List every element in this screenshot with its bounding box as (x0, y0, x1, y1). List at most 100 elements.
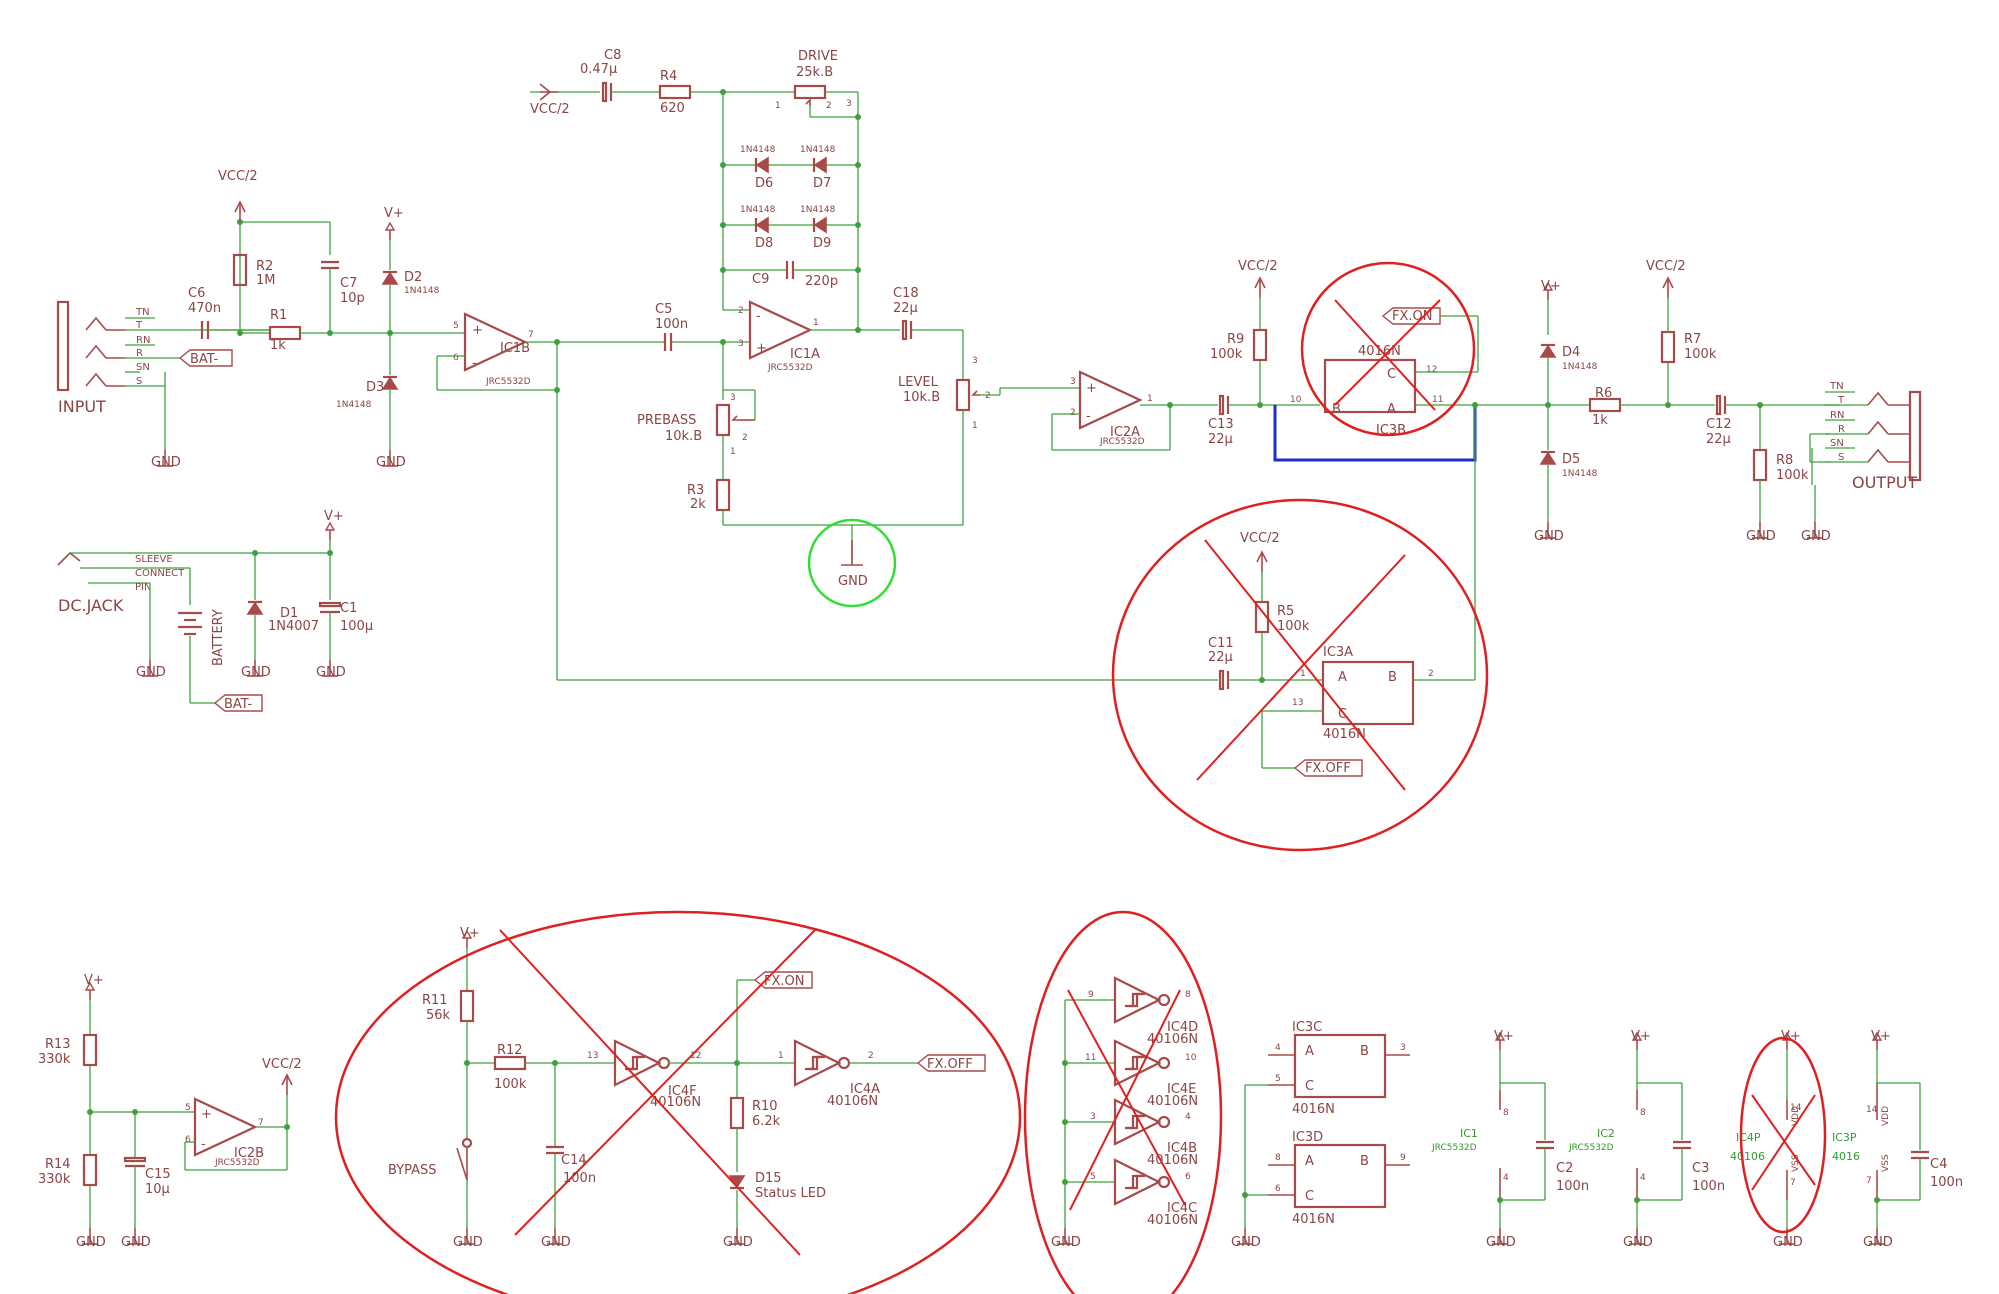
vplus-label: V+ (1631, 1029, 1651, 1044)
output-tn-label: TN (1829, 381, 1844, 392)
svg-text:C: C (1305, 1079, 1314, 1094)
prebass-value: 10k.B (665, 429, 702, 444)
ic4b-value: 40106N (1147, 1153, 1198, 1168)
r13-label: R13 (45, 1037, 71, 1052)
ic3d-label: IC3D (1292, 1130, 1323, 1145)
ic2a-value: JRC5532D (1099, 437, 1145, 447)
fx-off-flag (916, 1054, 986, 1072)
c8-label: C8 (604, 48, 621, 63)
c7-value: 10p (340, 291, 365, 306)
pin6: 6 (185, 1135, 191, 1145)
ic1a-label: IC1A (790, 347, 820, 362)
c18-value: 22μ (893, 301, 918, 316)
d4-label: D4 (1562, 345, 1580, 360)
c6-value: 470n (188, 301, 221, 316)
gnd-label: GND (1486, 1235, 1516, 1250)
c13-label: C13 (1208, 417, 1234, 432)
ic1b-label: IC1B (500, 341, 530, 356)
ic3a-label: IC3A (1323, 645, 1353, 660)
pin3: 3 (730, 393, 736, 403)
sleeve-label: SLEEVE (135, 554, 173, 565)
ic3d-value: 4016N (1292, 1212, 1335, 1227)
vplus-label: V+ (1541, 279, 1561, 294)
ic4b-label: IC4B (1167, 1141, 1197, 1156)
gnd-label: GND (1623, 1235, 1653, 1250)
gnd-label: GND (151, 455, 181, 470)
r10-label: R10 (752, 1099, 778, 1114)
pin-label: PIN (135, 582, 151, 593)
pin5: 5 (1275, 1074, 1281, 1084)
unused-switches: A B C IC3C 4016N 4 3 5 A B C IC3D 4016N … (1231, 1020, 1410, 1250)
c8-value: 0.47μ (580, 62, 617, 77)
ic2-value: JRC5532D (1568, 1143, 1614, 1153)
svg-text:C: C (1338, 707, 1347, 722)
pin8: 8 (1185, 990, 1191, 1000)
r13-value: 330k (38, 1052, 71, 1067)
svg-text:A: A (1305, 1044, 1314, 1059)
pin10: 10 (1290, 395, 1302, 405)
vplus-label: V+ (1781, 1029, 1801, 1044)
vss-label: VSS (1881, 1154, 1891, 1172)
r4-label: R4 (660, 69, 677, 84)
gnd-label: GND (541, 1235, 571, 1250)
c11-value: 22μ (1208, 650, 1233, 665)
circled-ground: GND (807, 518, 897, 608)
r9-label: R9 (1227, 332, 1244, 347)
drive-label: DRIVE (798, 49, 838, 64)
pin8: 8 (1275, 1153, 1281, 1163)
drive-loop: VCC/2 C8 0.47μ R4 620 DRIVE 25k.B 1 2 3 … (530, 48, 963, 526)
ic2b-label: IC2B (234, 1146, 264, 1161)
input-t-label: T (135, 320, 143, 331)
r3-value: 2k (690, 497, 706, 512)
vcc2-label: VCC/2 (262, 1057, 302, 1072)
fx-on-flag-label: FX.ON (764, 974, 804, 989)
d7-label: D7 (813, 176, 831, 191)
r11-label: R11 (422, 993, 448, 1008)
output-stage: V+ D4 1N4148 D5 1N4148 GND R6 1k R7 100k… (1472, 259, 1922, 680)
c6-label: C6 (188, 286, 205, 301)
d8-label: D8 (755, 236, 773, 251)
d9-label: D9 (813, 236, 831, 251)
ic3a-switch: C11 22μ R5 100k VCC/2 A B C IC3A 4016N 1… (1110, 498, 1489, 852)
r9-value: 100k (1210, 347, 1243, 362)
pin1: 1 (972, 421, 978, 431)
gnd-circled-label: GND (838, 574, 868, 589)
ic2b-value: JRC5532D (214, 1158, 260, 1168)
vplus-label: V+ (324, 509, 344, 524)
r10-value: 6.2k (752, 1114, 781, 1129)
svg-text:A: A (1305, 1154, 1314, 1169)
pin2: 2 (826, 101, 832, 111)
d2-label: D2 (404, 270, 422, 285)
pin1: 1 (1147, 394, 1153, 404)
pin3: 3 (738, 339, 744, 349)
pin5: 5 (185, 1103, 191, 1113)
fx-off-flag-label: FX.OFF (1305, 761, 1351, 776)
d3-value: 1N4148 (336, 400, 372, 410)
bat-flag (178, 349, 233, 367)
level-label: LEVEL (898, 375, 939, 390)
ic3c-label: IC3C (1292, 1020, 1322, 1035)
ic4p-value: 40106 (1730, 1150, 1765, 1163)
c12-label: C12 (1706, 417, 1732, 432)
vcc2-label: VCC/2 (1646, 259, 1686, 274)
ic3p-label: IC3P (1832, 1131, 1857, 1144)
d15-label: D15 (755, 1171, 782, 1186)
svg-text:+: + (201, 1107, 212, 1122)
pin13: 13 (1292, 698, 1303, 708)
pin14: 14 (1790, 1103, 1802, 1113)
r7-label: R7 (1684, 332, 1701, 347)
vplus-label: V+ (84, 973, 104, 988)
power-input: SLEEVE CONNECT PIN DC.JACK GND BATTERY B… (57, 509, 373, 712)
ic4f-label: IC4F (668, 1084, 697, 1099)
ic1-value: JRC5532D (1431, 1143, 1477, 1153)
d5-value: 1N4148 (1562, 469, 1598, 479)
c14-value: 100n (563, 1171, 596, 1186)
c4-label: C4 (1930, 1157, 1947, 1172)
level-value: 10k.B (903, 390, 940, 405)
vcc2-divider: V+ R13 330k R14 330k GND C15 10μ GND + -… (38, 973, 302, 1250)
ic2a-label: IC2A (1110, 425, 1140, 440)
vdd-label: VDD (1881, 1106, 1891, 1126)
gnd-label: GND (121, 1235, 151, 1250)
vplus-label: V+ (1494, 1029, 1514, 1044)
